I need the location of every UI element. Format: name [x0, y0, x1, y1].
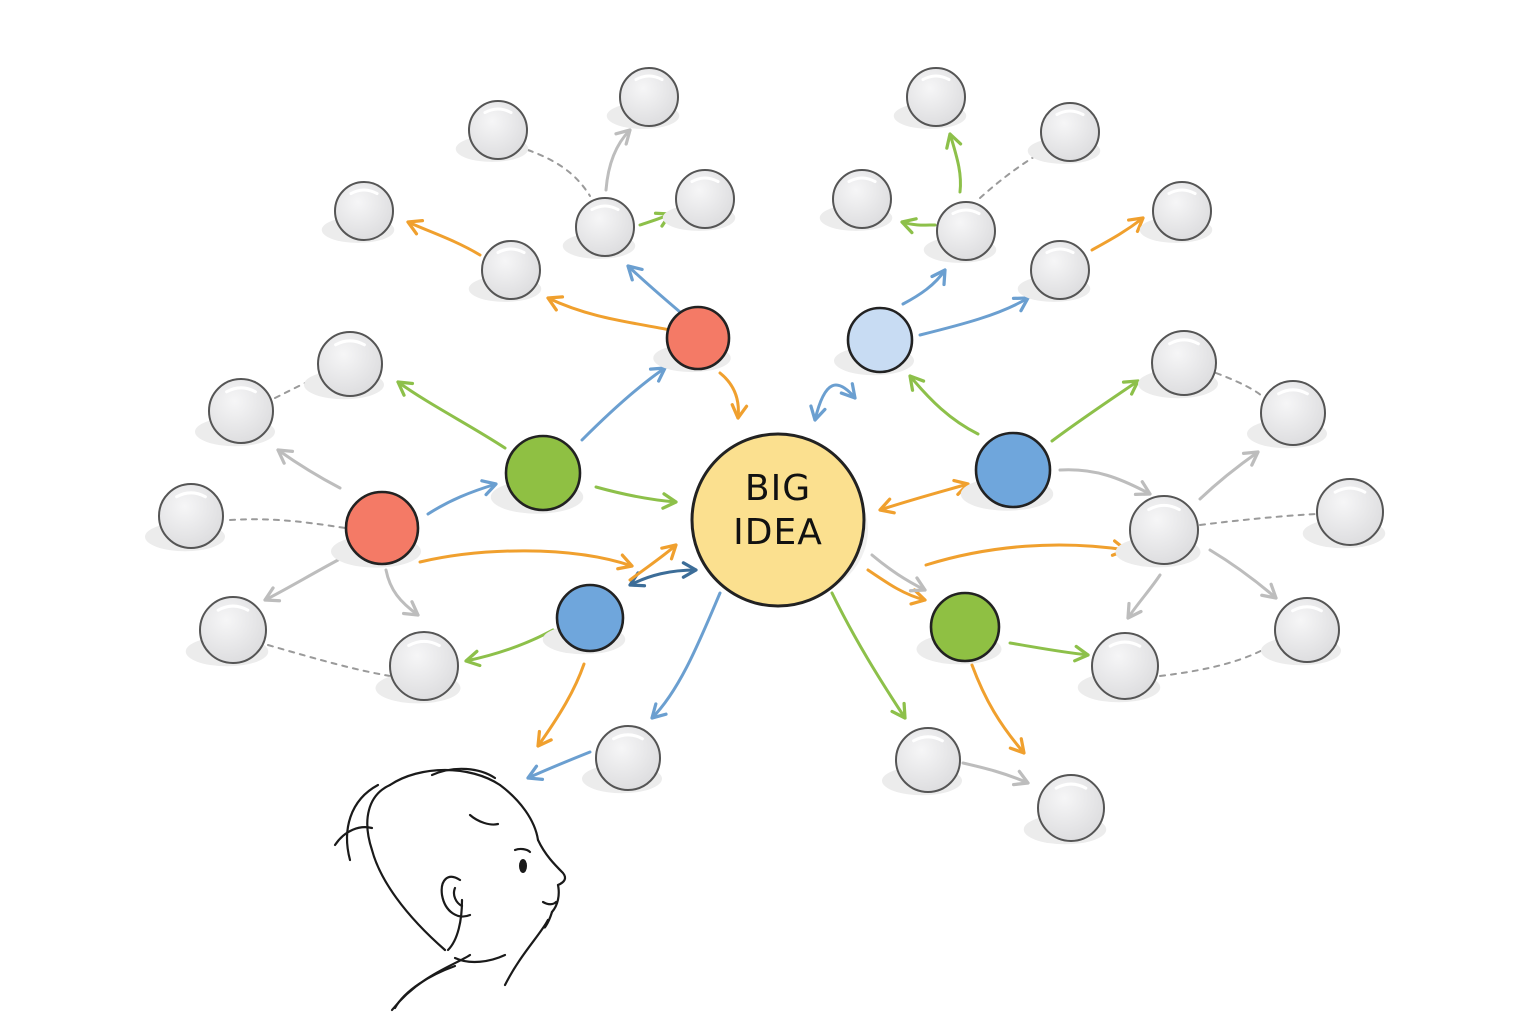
- outer-node: [145, 483, 225, 552]
- red-hub-node: [331, 490, 421, 568]
- dashed-link: [267, 644, 391, 677]
- arrow-connector: [384, 568, 420, 617]
- outer-node: [1302, 478, 1386, 549]
- arrow-connector: [546, 295, 672, 332]
- bidirectional-arrow: [878, 478, 970, 515]
- outer-node: [375, 631, 461, 704]
- outer-node: [893, 67, 967, 129]
- arrow-connector: [945, 132, 963, 194]
- central-node-label-line1: BIG: [745, 468, 811, 509]
- dashed-link: [1215, 372, 1263, 397]
- outer-node: [1027, 102, 1101, 164]
- bidirectional-arrow: [809, 382, 857, 422]
- child-looking-up-illustration: [333, 767, 567, 1012]
- dashed-link: [527, 149, 591, 197]
- arrow-connector: [718, 371, 749, 420]
- arrow-connector: [1208, 548, 1278, 600]
- outer-node: [923, 201, 997, 263]
- central-node: BIG IDEA: [690, 432, 868, 608]
- dashed-link: [229, 518, 346, 529]
- green-hub-node: [490, 434, 584, 514]
- arrow-connector: [961, 761, 1030, 787]
- arrow-connector: [1126, 573, 1162, 620]
- arrow-connector: [970, 663, 1026, 755]
- arrow-connector: [901, 268, 947, 306]
- arrow-connector: [628, 543, 678, 582]
- blue-hub-node: [542, 583, 626, 655]
- arrow-connector: [396, 380, 507, 450]
- outer-node: [1115, 495, 1201, 568]
- outer-node: [1138, 330, 1218, 399]
- blue-hub-node: [960, 431, 1054, 511]
- outer-node: [1261, 597, 1341, 666]
- central-node-label-line2: IDEA: [733, 512, 823, 553]
- outer-node: [582, 725, 662, 794]
- outer-node: [1023, 774, 1107, 845]
- outer-node: [1077, 632, 1161, 703]
- arrow-connector: [426, 479, 498, 516]
- outer-node: [662, 169, 736, 231]
- arrow-connector: [580, 366, 667, 442]
- arrow-connector: [1090, 216, 1145, 252]
- arrow-connector: [418, 549, 634, 571]
- arrow-connector: [918, 296, 1030, 337]
- arrow-connector: [604, 128, 632, 192]
- arrow-connector: [866, 568, 927, 606]
- light-blue-hub-node: [834, 306, 914, 376]
- outer-node: [1139, 181, 1213, 243]
- arrow-connector: [536, 662, 586, 748]
- outer-node: [455, 100, 529, 162]
- bidirectional-arrow: [628, 561, 698, 588]
- red-hub-node: [653, 305, 731, 373]
- arrow-connector: [526, 750, 592, 781]
- arrow-connector: [1198, 450, 1260, 501]
- arrow-connector: [626, 264, 682, 314]
- arrow-connector: [1008, 641, 1090, 663]
- outer-node: [562, 197, 636, 259]
- arrow-connector: [830, 591, 907, 720]
- arrow-connector: [263, 558, 340, 603]
- arrow-connector: [594, 485, 678, 510]
- arrow-connector: [1058, 468, 1152, 497]
- arrow-connector: [406, 219, 482, 257]
- outer-node: [819, 169, 893, 231]
- arrow-connector: [276, 448, 342, 490]
- outer-node: [321, 181, 395, 243]
- green-hub-node: [916, 591, 1002, 665]
- arrow-connector: [1050, 379, 1140, 443]
- arrow-connector: [908, 374, 980, 436]
- arrow-connector: [900, 217, 937, 235]
- arrow-connector: [464, 628, 555, 668]
- arrow-connector: [924, 539, 1128, 567]
- outer-node: [185, 596, 269, 667]
- outer-node: [882, 727, 962, 796]
- outer-node: [304, 331, 384, 400]
- node-layer: [145, 67, 1386, 845]
- outer-node: [468, 240, 542, 302]
- outer-node: [1017, 240, 1091, 302]
- arrow-connector: [650, 591, 722, 720]
- outer-node: [195, 378, 275, 447]
- dashed-link: [1159, 641, 1277, 677]
- connector-layer: [229, 128, 1317, 787]
- arrow-connector: [870, 553, 927, 593]
- dashed-link: [1199, 513, 1317, 526]
- outer-node: [1247, 380, 1327, 449]
- outer-node: [606, 67, 680, 129]
